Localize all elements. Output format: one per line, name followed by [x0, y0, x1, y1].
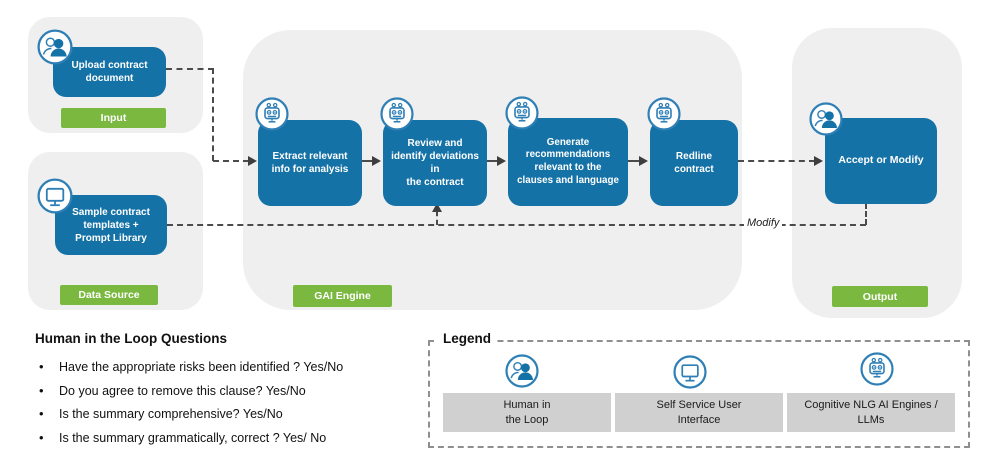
connector-accept-down	[865, 203, 867, 225]
cognitive-ai-icon	[380, 97, 414, 131]
cognitive-ai-icon	[505, 96, 539, 130]
questions-list: Have the appropriate risks been identifi…	[35, 359, 435, 445]
legend-box	[428, 340, 970, 448]
extract-info-box: Extract relevant info for analysis	[258, 120, 362, 206]
cognitive-ai-icon	[255, 97, 289, 131]
input-tag: Input	[61, 108, 166, 128]
connector-feedback-up	[436, 211, 438, 225]
question-item: Is the summary comprehensive? Yes/No	[35, 406, 435, 421]
legend-item-ui-label: Self Service User Interface	[615, 393, 783, 432]
output-tag: Output	[832, 286, 928, 307]
connector-upload-v	[212, 68, 214, 161]
arrowhead-step2	[372, 156, 381, 166]
modify-label: Modify	[744, 217, 783, 229]
upload-contract-box: Upload contract document	[53, 47, 166, 97]
human-in-loop-icon	[505, 354, 539, 388]
connector-upload-h	[166, 68, 214, 70]
redline-contract-box: Redline contract	[650, 120, 738, 206]
legend-title: Legend	[437, 331, 498, 346]
connector-into-step1	[213, 160, 249, 162]
connector-step3-step4	[628, 160, 640, 162]
connector-step1-step2	[362, 160, 373, 162]
generate-recommendations-box: Generate recommendations relevant to the…	[508, 118, 628, 206]
questions-title: Human in the Loop Questions	[35, 331, 227, 346]
connector-feedback-long	[167, 224, 866, 226]
questions-section: Human in the Loop Questions Have the app…	[35, 331, 435, 454]
accept-or-modify-box: Accept or Modify	[825, 118, 937, 204]
cognitive-ai-icon	[860, 352, 894, 386]
question-item: Do you agree to remove this clause? Yes/…	[35, 383, 435, 398]
sample-templates-box: Sample contract templates + Prompt Libra…	[55, 195, 167, 255]
arrowhead-review	[432, 203, 442, 212]
human-in-loop-icon	[809, 102, 843, 136]
question-item: Is the summary grammatically, correct ? …	[35, 430, 435, 445]
connector-step4-accept	[738, 160, 815, 162]
review-deviations-box: Review and identify deviations in the co…	[383, 120, 487, 206]
self-service-ui-icon	[37, 178, 73, 214]
legend-item-ai-label: Cognitive NLG AI Engines / LLMs	[787, 393, 955, 432]
cognitive-ai-icon	[647, 97, 681, 131]
arrowhead-step3	[497, 156, 506, 166]
human-in-loop-icon	[37, 29, 73, 65]
legend-item-human-label: Human in the Loop	[443, 393, 611, 432]
arrowhead-step1	[248, 156, 257, 166]
self-service-ui-icon	[673, 355, 707, 389]
data-source-tag: Data Source	[60, 285, 158, 305]
arrowhead-accept	[814, 156, 823, 166]
arrowhead-step4	[639, 156, 648, 166]
gai-engine-tag: GAI Engine	[293, 285, 392, 307]
question-item: Have the appropriate risks been identifi…	[35, 359, 435, 374]
connector-step2-step3	[487, 160, 498, 162]
